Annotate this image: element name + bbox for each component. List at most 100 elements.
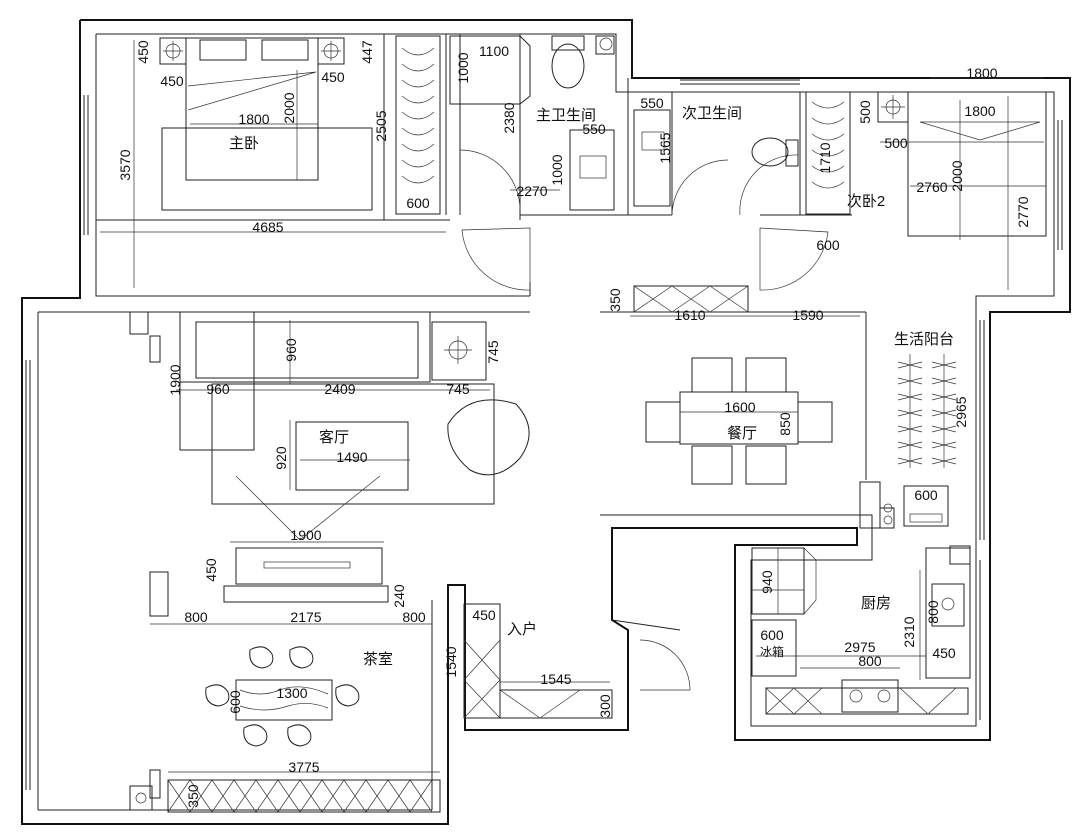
nightstand-right	[317, 37, 345, 65]
tea-room: 茶室 1300 600 3775 350	[129, 646, 441, 813]
entrance: 入户 450 1540 1545 300	[443, 603, 613, 719]
dim-label: 2409	[324, 381, 355, 397]
second-bath: 次卫生间 550 1565	[633, 95, 799, 207]
dim-label: 2760	[916, 179, 947, 195]
nightstand-left	[159, 37, 187, 65]
dim-label: 1000	[549, 154, 565, 185]
room-label-second-bath: 次卫生间	[682, 105, 742, 122]
armchair	[447, 399, 530, 476]
base-cabinets	[765, 687, 969, 715]
dim-label: 1900	[290, 527, 321, 543]
door-bedroom2	[739, 154, 799, 216]
dim-label: 2505	[373, 110, 389, 141]
master-bath: 主卫生间 1100 1000 2380 550 1000 2270	[449, 35, 615, 211]
nightstand-2	[877, 91, 909, 123]
dim-label: 500	[857, 100, 873, 124]
dim-label: 4685	[252, 219, 283, 235]
dim-label: 550	[640, 95, 664, 111]
room-label-living-room: 客厅	[319, 429, 349, 446]
second-bedroom: 次卧2 1800 1800 500 500 1710 2760 2000 277…	[805, 65, 1047, 290]
bench-cabinet	[167, 779, 441, 813]
room-label-second-bedroom: 次卧2	[847, 193, 885, 210]
dim-label: 800	[184, 609, 208, 625]
dim-label: 1600	[724, 399, 755, 415]
dim-label: 2965	[953, 396, 969, 427]
toilet-2	[751, 137, 789, 167]
side-table	[431, 321, 487, 381]
columns	[129, 35, 971, 799]
dim-label: 2175	[290, 609, 321, 625]
washing-machine	[903, 485, 949, 527]
master-bedroom: 主卧 450 450 450 1800 2000 3570 4685 447 2…	[100, 35, 446, 288]
dim-label: 1545	[540, 671, 571, 687]
dim-label: 920	[273, 446, 289, 470]
dim-label: 1000	[455, 52, 471, 83]
dim-label: 3570	[117, 149, 133, 180]
dim-label: 1300	[276, 685, 307, 701]
dining-chairs	[645, 357, 833, 485]
dim-label: 600	[914, 487, 938, 503]
room-label-dining-room: 餐厅	[727, 425, 757, 442]
dim-label: 1900	[167, 364, 183, 395]
dim-label: 500	[884, 135, 908, 151]
shower	[449, 35, 531, 105]
room-label-tea-room: 茶室	[363, 651, 393, 668]
dim-label: 1800	[238, 111, 269, 127]
dim-label: 800	[402, 609, 426, 625]
dim-label: 350	[185, 784, 201, 808]
dim-label: 550	[582, 121, 606, 137]
tea-table	[235, 679, 333, 721]
dim-label: 450	[160, 73, 184, 89]
dim-label: 2770	[1015, 196, 1031, 227]
dim-label: 1800	[964, 103, 995, 119]
dim-label: 3775	[288, 759, 319, 775]
dim-label: 450	[203, 558, 219, 582]
dim-label: 2000	[281, 92, 297, 123]
dim-label: 450	[135, 40, 151, 64]
dim-label: 1540	[443, 646, 459, 677]
exterior-walls	[21, 19, 1071, 825]
sink-counter	[925, 547, 971, 679]
entrance-cabinet	[499, 689, 613, 719]
dim-label: 1590	[792, 307, 823, 323]
interior-walls	[96, 34, 867, 631]
dim-label: 447	[359, 40, 375, 64]
tea-stools	[205, 646, 360, 747]
room-label-master-bath: 主卫生间	[536, 107, 596, 124]
door-entrance	[639, 639, 691, 691]
dim-label: 2975	[844, 639, 875, 655]
stove	[841, 679, 899, 713]
bed	[185, 37, 319, 181]
hall-cabinet: 350 1610 1590	[607, 285, 860, 323]
door-second-bath	[671, 159, 729, 216]
dim-label: 940	[759, 570, 775, 594]
speaker	[149, 571, 169, 617]
toilet	[551, 43, 585, 89]
living-room: 客厅 960 745 1900 960 2409 745 920 1490	[167, 311, 530, 543]
kitchen: 厨房 冰箱 940 600 2975 800 2310 800 450	[751, 547, 971, 715]
wardrobe-2	[805, 91, 851, 215]
dim-label: 600	[760, 627, 784, 643]
dim-label: 2310	[901, 616, 917, 647]
dim-label: 960	[206, 381, 230, 397]
wardrobe	[395, 35, 441, 215]
doors	[459, 149, 829, 691]
dim-label: 1710	[817, 142, 833, 173]
room-label-entrance: 入户	[507, 621, 537, 638]
door-master-bath	[459, 149, 521, 211]
dim-label: 800	[925, 600, 941, 624]
dim-label: 600	[816, 237, 840, 253]
vanity	[569, 129, 615, 211]
coffee-table	[295, 421, 409, 491]
dim-label: 450	[321, 69, 345, 85]
room-label-utility-balcony: 生活阳台	[894, 331, 954, 348]
dining-room: 餐厅 1600 850	[645, 357, 833, 485]
dim-label: 600	[406, 195, 430, 211]
dim-label: 1490	[336, 449, 367, 465]
dim-label: 1100	[479, 43, 509, 59]
dim-label: 1565	[657, 132, 673, 163]
dim-label: 745	[485, 340, 501, 364]
dim-label: 745	[446, 381, 470, 397]
bed-2	[907, 91, 1047, 237]
